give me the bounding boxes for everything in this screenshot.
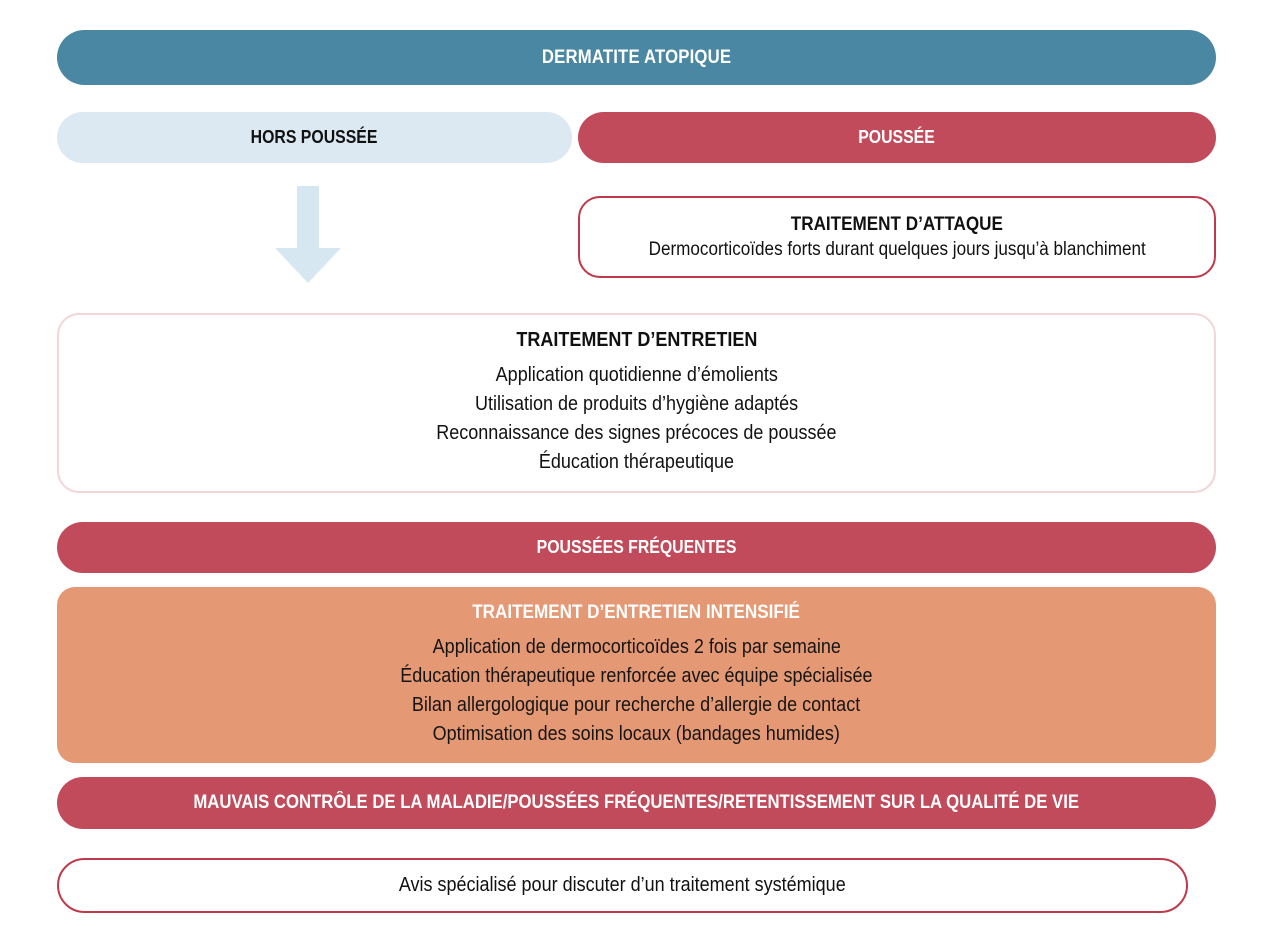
attack-treatment-detail: Dermocorticoïdes forts durant quelques j… xyxy=(648,238,1146,260)
intensified-treatment-heading: TRAITEMENT D’ENTRETIEN INTENSIFIÉ xyxy=(472,601,801,623)
intensified-line: Éducation thérapeutique renforcée avec é… xyxy=(400,664,873,687)
branch-hors-poussee-label: HORS POUSSÉE xyxy=(251,127,378,147)
attack-treatment-heading: TRAITEMENT D’ATTAQUE xyxy=(790,213,1004,235)
maintenance-line: Éducation thérapeutique xyxy=(538,451,735,473)
poor-control-bar: MAUVAIS CONTRÔLE DE LA MALADIE/POUSSÉES … xyxy=(57,777,1216,829)
attack-treatment-box: TRAITEMENT D’ATTAQUE Dermocorticoïdes fo… xyxy=(578,196,1216,278)
maintenance-line: Reconnaissance des signes précoces de po… xyxy=(436,422,837,444)
branch-poussee-label: POUSSÉE xyxy=(858,127,936,147)
intensified-line: Bilan allergologique pour recherche d’al… xyxy=(412,693,861,716)
frequent-flares-label: POUSSÉES FRÉQUENTES xyxy=(536,537,737,557)
intensified-line: Application de dermocorticoïdes 2 fois p… xyxy=(432,635,841,658)
specialist-advice-label: Avis spécialisé pour discuter d’un trait… xyxy=(399,874,846,896)
maintenance-treatment-box: TRAITEMENT D’ENTRETIEN Application quoti… xyxy=(57,313,1216,493)
diagram-title-bar: DERMATITE ATOPIQUE xyxy=(57,30,1216,85)
specialist-advice-box: Avis spécialisé pour discuter d’un trait… xyxy=(57,858,1188,913)
down-arrow-icon xyxy=(273,186,343,284)
maintenance-line: Utilisation de produits d’hygiène adapté… xyxy=(474,393,799,415)
maintenance-treatment-heading: TRAITEMENT D’ENTRETIEN xyxy=(515,329,758,351)
intensified-treatment-block: TRAITEMENT D’ENTRETIEN INTENSIFIÉ Applic… xyxy=(57,587,1216,763)
branch-poussee: POUSSÉE xyxy=(578,112,1216,163)
maintenance-line: Application quotidienne d’émolients xyxy=(495,364,778,386)
frequent-flares-bar: POUSSÉES FRÉQUENTES xyxy=(57,522,1216,573)
poor-control-label: MAUVAIS CONTRÔLE DE LA MALADIE/POUSSÉES … xyxy=(193,792,1080,813)
branch-hors-poussee: HORS POUSSÉE xyxy=(57,112,572,163)
page-title: DERMATITE ATOPIQUE xyxy=(541,46,732,68)
intensified-line: Optimisation des soins locaux (bandages … xyxy=(432,722,841,745)
